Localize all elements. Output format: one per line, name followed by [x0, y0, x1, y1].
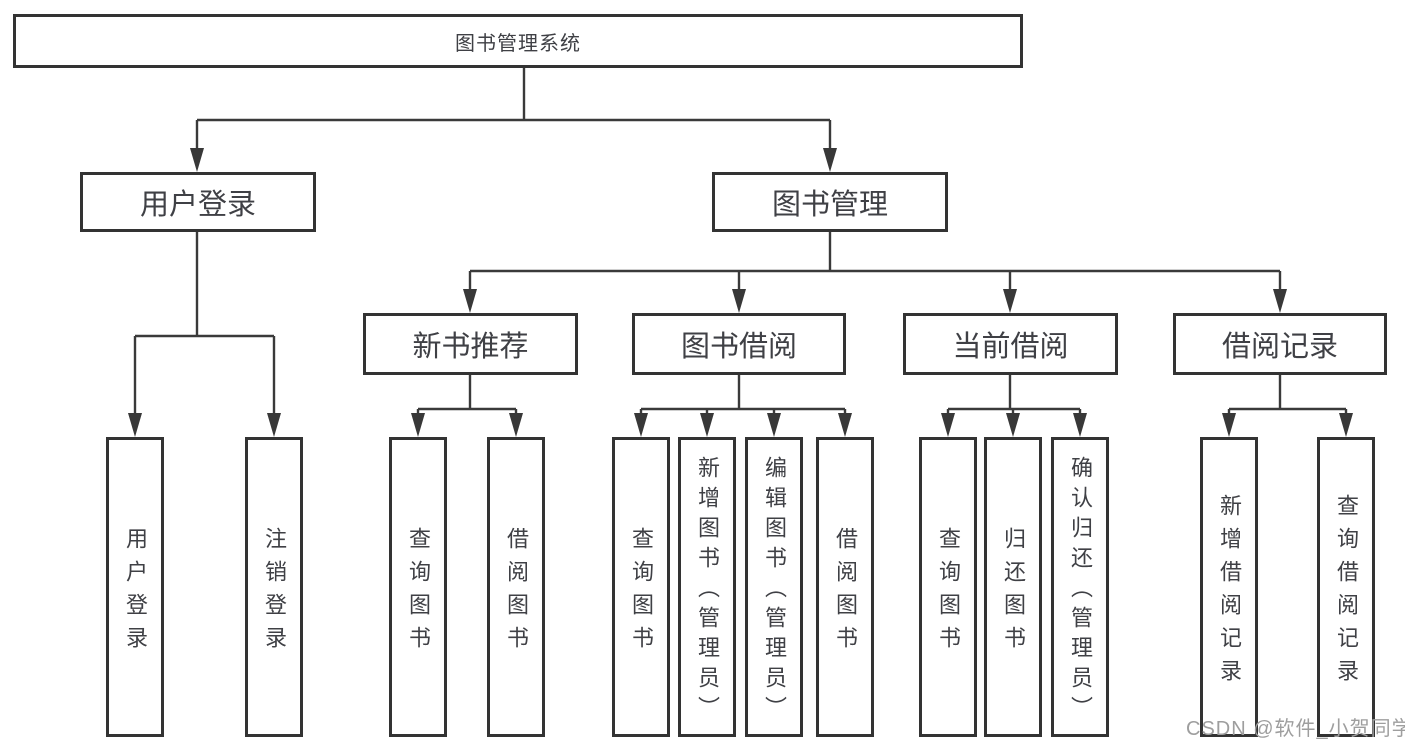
node-label: 查询图书: [936, 526, 961, 659]
node-book-borrowing: 图书借阅: [632, 313, 846, 375]
leaf-logout: 注销登录: [245, 437, 303, 737]
leaf-add-borrow-record: 新增借阅记录: [1200, 437, 1258, 737]
node-label: 新增图书（管理员）: [695, 456, 720, 726]
csdn-watermark: CSDN @软件_小贺同学: [1186, 718, 1405, 740]
leaf-borrow-books-borrowing: 借阅图书: [816, 437, 874, 737]
leaf-query-books-current: 查询图书: [919, 437, 977, 737]
node-label: 确认归还（管理员）: [1068, 456, 1093, 726]
node-label: 借阅图书: [833, 526, 858, 659]
node-label: 图书管理: [771, 189, 888, 221]
leaf-query-books-recommend: 查询图书: [389, 437, 447, 737]
leaf-add-books-admin: 新增图书（管理员）: [678, 437, 736, 737]
leaf-edit-books-admin: 编辑图书（管理员）: [745, 437, 803, 737]
node-label: 用户登录: [123, 526, 148, 659]
node-label: 图书借阅: [680, 331, 797, 363]
node-label: 当前借阅: [952, 331, 1069, 363]
leaf-query-borrow-record: 查询借阅记录: [1317, 437, 1375, 737]
node-new-book-recommend: 新书推荐: [363, 313, 578, 375]
node-label: 归还图书: [1001, 526, 1026, 659]
node-label: 新增借阅记录: [1217, 493, 1242, 692]
node-borrowing-records: 借阅记录: [1173, 313, 1387, 375]
node-library-management-system: 图书管理系统: [13, 14, 1023, 68]
leaf-user-login: 用户登录: [106, 437, 164, 737]
leaf-confirm-return-admin: 确认归还（管理员）: [1051, 437, 1109, 737]
node-label: 借阅图书: [504, 526, 529, 659]
node-label: 编辑图书（管理员）: [762, 456, 787, 726]
node-label: 用户登录: [139, 189, 256, 221]
node-label: 图书管理系统: [455, 32, 581, 55]
node-label: 新书推荐: [412, 331, 529, 363]
node-label: 查询图书: [406, 526, 431, 659]
node-user-login: 用户登录: [80, 172, 316, 232]
node-label: 借阅记录: [1221, 331, 1338, 363]
node-label: 查询借阅记录: [1334, 493, 1359, 692]
leaf-borrow-books-recommend: 借阅图书: [487, 437, 545, 737]
node-book-management: 图书管理: [712, 172, 948, 232]
node-label: 查询图书: [629, 526, 654, 659]
leaf-query-books-borrowing: 查询图书: [612, 437, 670, 737]
leaf-return-books: 归还图书: [984, 437, 1042, 737]
node-current-borrowing: 当前借阅: [903, 313, 1118, 375]
node-label: 注销登录: [262, 526, 287, 659]
